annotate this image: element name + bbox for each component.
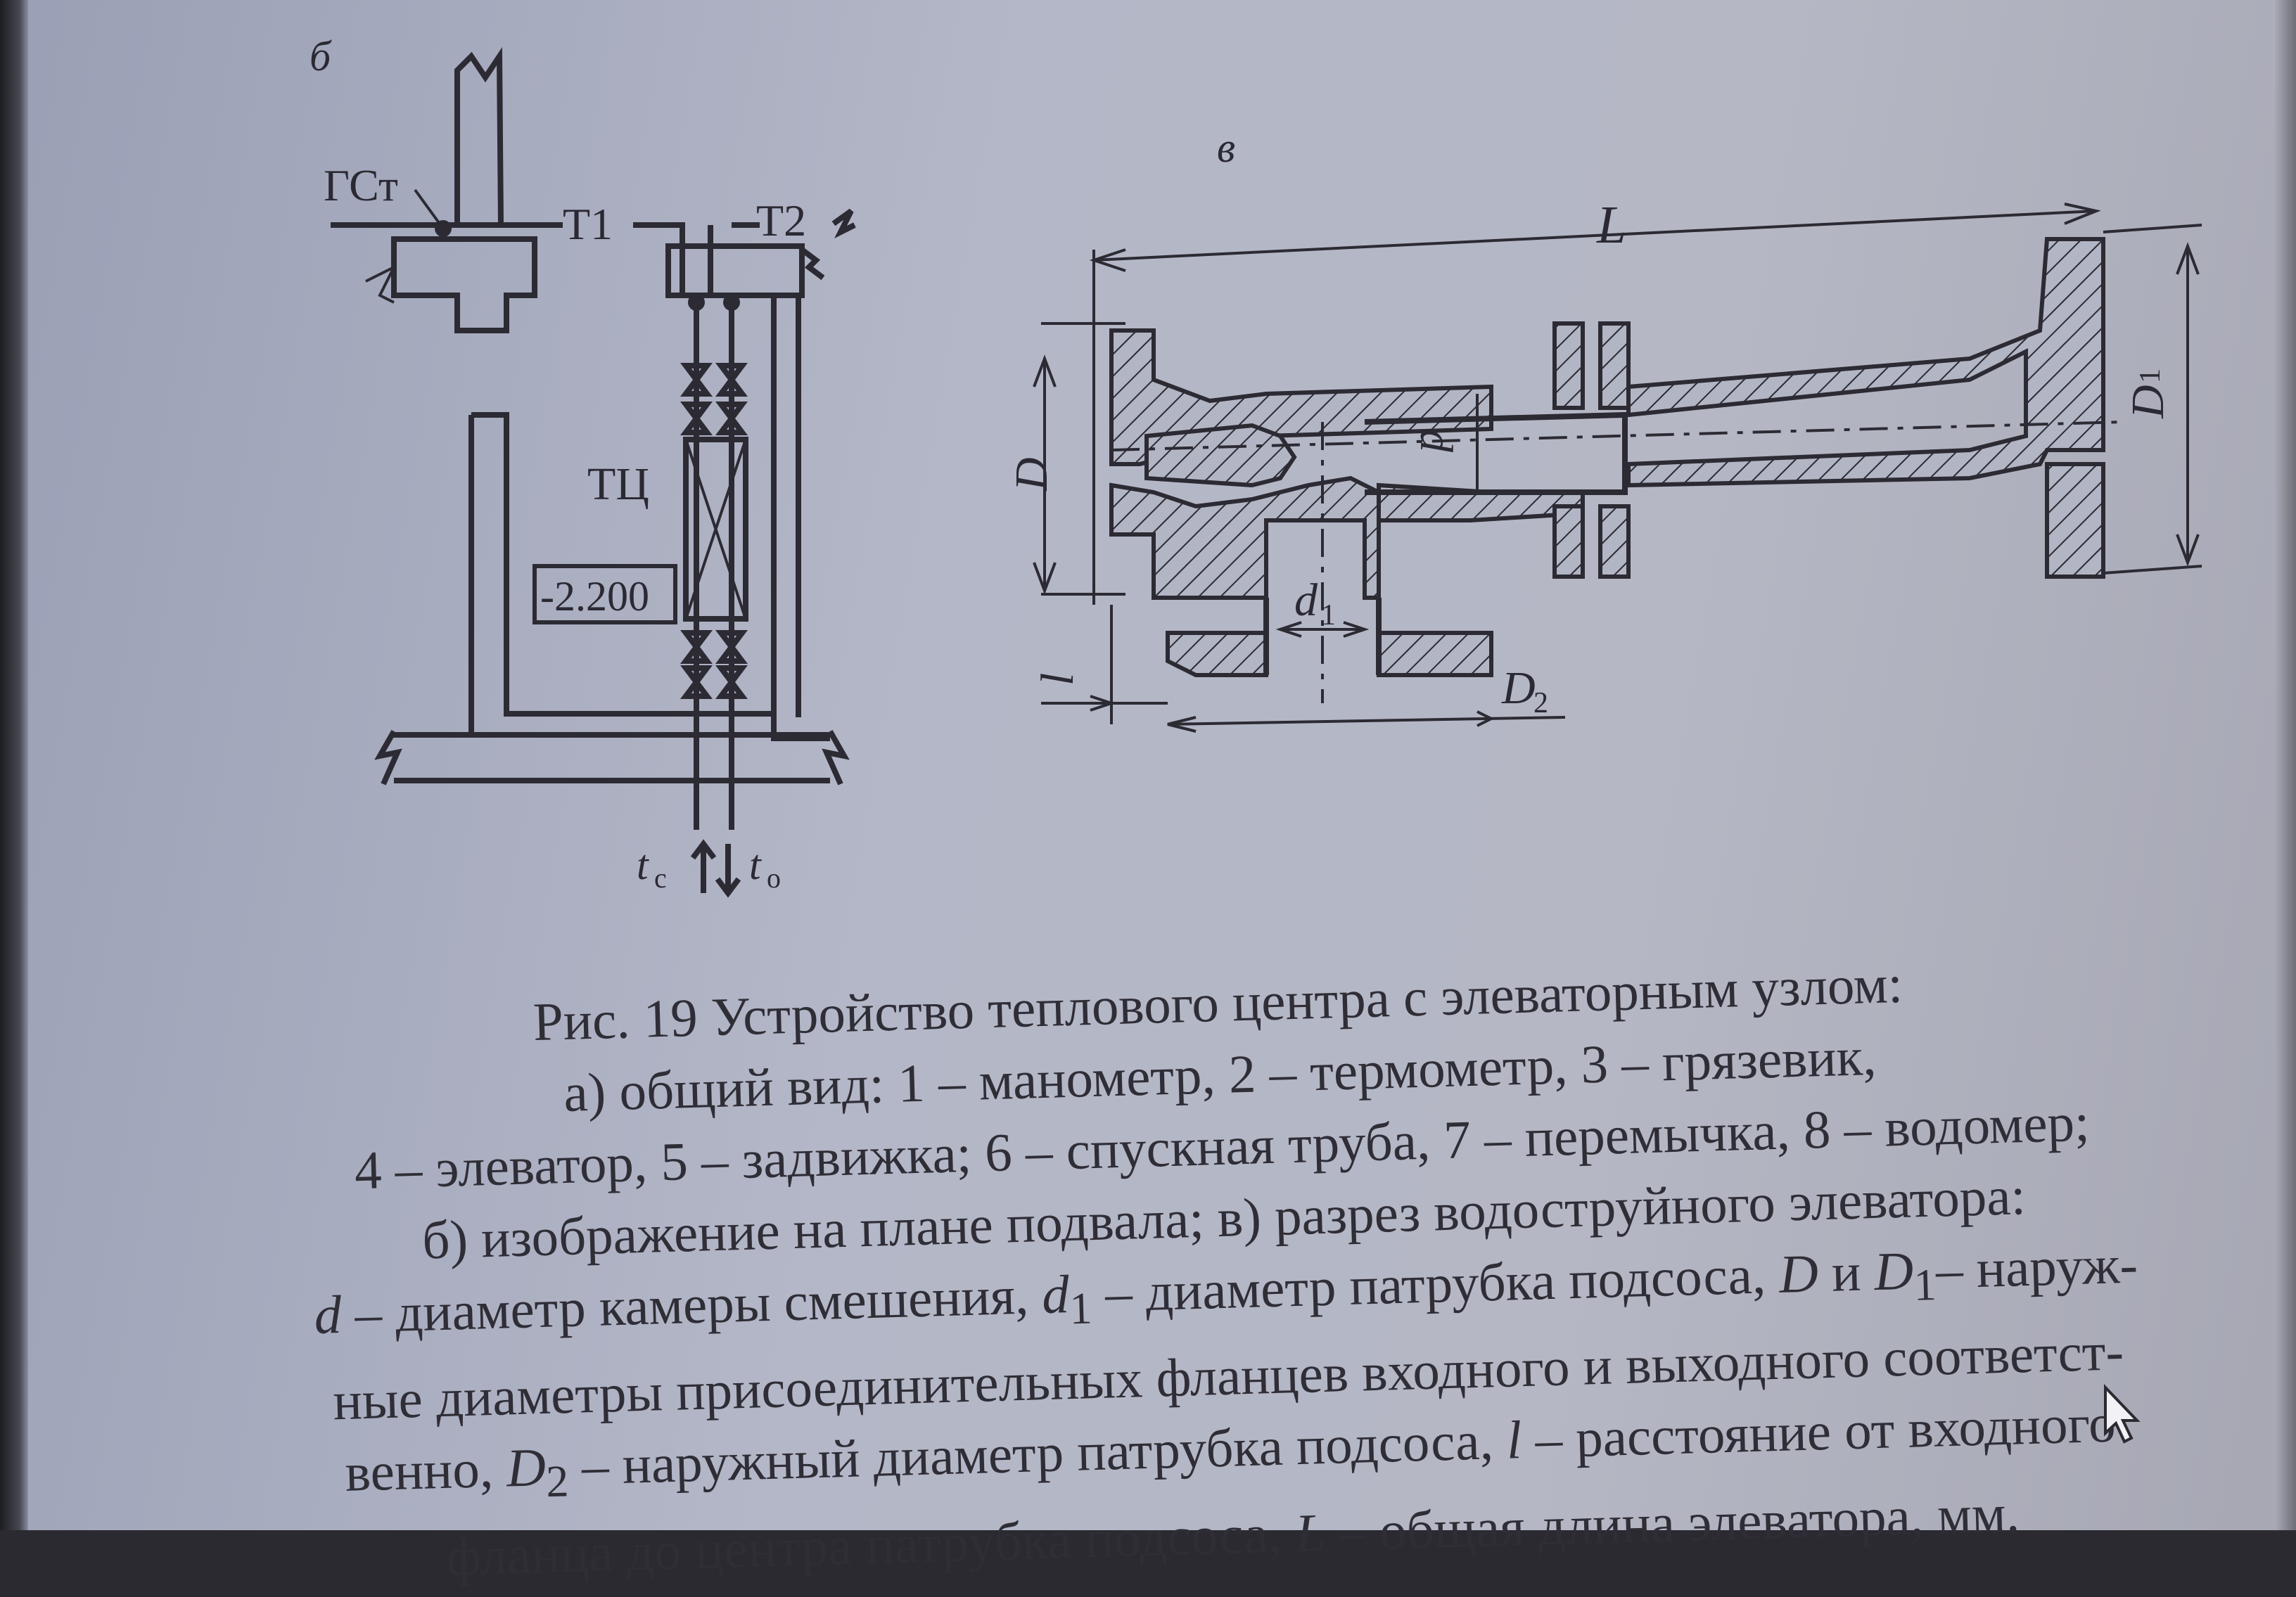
suction-flange-right [1377, 631, 1493, 677]
caption-symbol-l: l [1505, 1409, 1523, 1471]
suction-flange-left [1166, 631, 1268, 677]
mixing-chamber [1364, 411, 1628, 495]
mouse-pointer-icon [2104, 1384, 2141, 1444]
label-d: d [1410, 429, 1462, 453]
wall-block [391, 236, 537, 333]
label-D1: D [2122, 385, 2174, 419]
valve-bottom [680, 630, 748, 699]
valve-node-1 [688, 294, 705, 311]
caption-text: – диаметр патрубка подсоса, [1090, 1243, 1780, 1324]
photographed-screen [0, 0, 2296, 1530]
panel-v-tag: в [1217, 124, 1235, 171]
caption-text: – расстояние от входного [1521, 1392, 2117, 1470]
caption-symbol-D2: D [505, 1437, 547, 1499]
label-tc-sub: c [654, 862, 667, 894]
caption-sub: 1 [1069, 1283, 1093, 1334]
valve-top [680, 363, 748, 435]
wall-left-outer [394, 415, 474, 738]
outlet-flange-bottom [2045, 462, 2105, 579]
dim-D1-ext-bottom [2103, 565, 2202, 575]
label-to-sub: o [767, 862, 781, 894]
pipe-box [665, 243, 805, 298]
label-t1: Т1 [563, 199, 613, 249]
label-l: l [1032, 673, 1083, 686]
level-mark-box [532, 564, 677, 624]
dim-D2-line [1167, 716, 1566, 726]
label-tc-letter: t [637, 842, 649, 888]
floor-break-right [822, 730, 850, 785]
figure-caption: Рис. 19 Устройство теплового центра с эл… [268, 940, 2183, 1597]
dim-L-line [1093, 210, 2097, 262]
caption-symbol-D1: D [1873, 1240, 1915, 1302]
elevator-nozzle [1144, 423, 1297, 488]
shaft-wall-right [771, 295, 830, 741]
floor-slab [394, 732, 830, 783]
t-pipes-top [633, 222, 760, 295]
caption-symbol-D: D [1778, 1243, 1819, 1304]
label-gst: ГСт [324, 160, 398, 210]
flange-mid-1-bottom [1552, 504, 1585, 579]
floor-break-left [374, 730, 402, 785]
dim-l-arrow [1090, 695, 1116, 712]
caption-symbol-d: d [313, 1283, 343, 1346]
dim-L-arrow-right [2064, 203, 2101, 225]
box-cross [684, 439, 747, 620]
label-D: D [1006, 457, 1057, 492]
arrow-down-icon [715, 844, 741, 898]
label-D1-sub: 1 [2134, 368, 2167, 383]
monitor-bezel-right [2275, 0, 2296, 1530]
caption-symbol-L: L [1294, 1501, 1327, 1563]
panel-v-elevator-section: в L D d [1006, 124, 2202, 733]
wall-break [365, 264, 397, 304]
gst-leader [414, 188, 445, 230]
label-D2: D [1501, 662, 1536, 714]
flange-mid-2-top [1598, 321, 1631, 410]
caption-text: и [1817, 1241, 1875, 1304]
dim-d1-arrows [1275, 621, 1370, 638]
monitor-bezel-left [0, 0, 28, 1530]
elevator-body-lower [1109, 475, 1585, 600]
centerline [1111, 421, 2125, 451]
caption-sub: 2 [545, 1456, 570, 1507]
arrow-up-icon [690, 839, 717, 893]
dim-D2-arrows [1167, 710, 1495, 733]
label-d1-sub: 1 [1321, 599, 1336, 631]
figure-19-drawing: б ГСт Т1 Т2 [310, 33, 2202, 898]
elevator-diffuser [1626, 237, 2105, 488]
valve-node-2 [723, 294, 740, 311]
panel-b-basement-plan: б ГСт Т1 Т2 [310, 33, 856, 898]
flange-mid-2-bottom [1598, 504, 1631, 579]
label-D2-sub: 2 [1533, 687, 1548, 719]
t2-break [831, 208, 856, 238]
shaft-wall-left [471, 412, 774, 717]
label-t2: Т2 [756, 195, 806, 245]
caption-symbol-d1: d [1041, 1264, 1070, 1326]
label-tc: ТЦ [587, 458, 649, 510]
label-level: -2.200 [540, 573, 649, 620]
box-break [800, 247, 825, 281]
flange-mid-1-top [1552, 321, 1585, 410]
caption-text: венно, [344, 1437, 508, 1503]
riser-pipe [454, 46, 504, 226]
dim-D-arrows [1033, 354, 1057, 595]
caption-text: – общая длина элеватора, мм. [1324, 1482, 2020, 1563]
panel-b-tag: б [310, 33, 332, 79]
caption-sub: 1 [1913, 1259, 1937, 1310]
dim-D1-ext-top [2103, 224, 2202, 233]
label-to-letter: t [749, 842, 762, 888]
dim-D1-arrows [2176, 242, 2200, 567]
caption-text: – диаметр камеры смешения, [340, 1264, 1043, 1345]
caption-text: – наруж- [1934, 1233, 2139, 1300]
heat-center-box [683, 437, 748, 622]
label-L: L [1596, 195, 1626, 255]
label-d1: d [1294, 575, 1318, 626]
